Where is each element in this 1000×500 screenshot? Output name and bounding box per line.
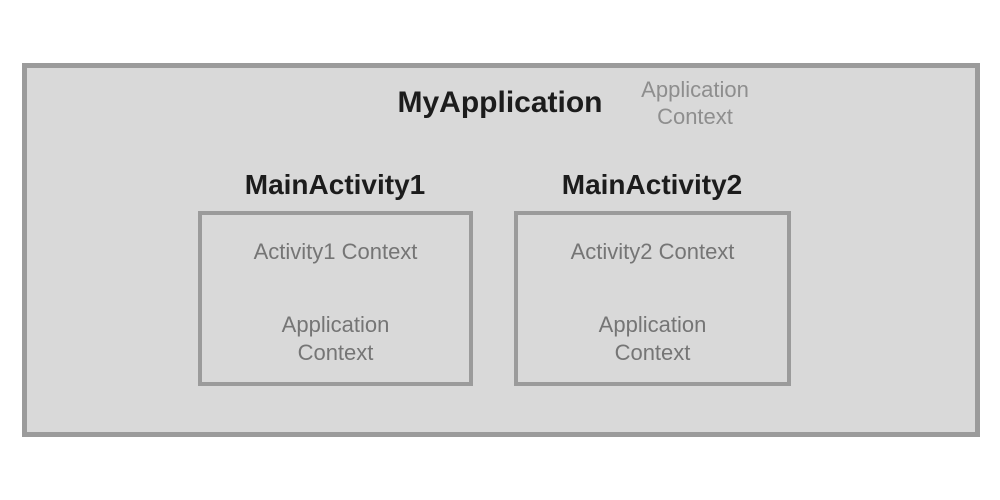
application-context-label: Application Context <box>641 77 749 129</box>
activity1-context-box: Activity1 Context Application Context <box>198 211 473 386</box>
activity2-context-label: Activity2 Context <box>570 239 735 264</box>
activity2-context-box: Activity2 Context Application Context <box>514 211 791 386</box>
activity1-application-context-label: Application Context <box>281 312 390 365</box>
application-box: MyApplication Application Context MainAc… <box>22 63 980 437</box>
activity2-application-context-label: Application Context <box>598 312 707 365</box>
activity2-title: MainActivity2 <box>561 169 743 200</box>
activity1-title: MainActivity1 <box>244 169 426 200</box>
activity1-context-label: Activity1 Context <box>253 239 418 264</box>
application-title: MyApplication <box>397 86 603 119</box>
